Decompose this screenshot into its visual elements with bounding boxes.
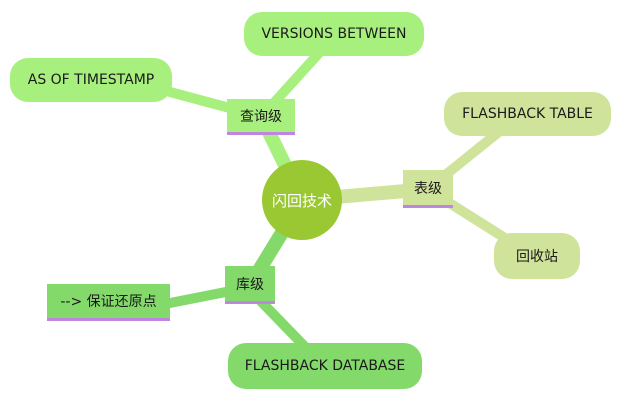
restore-point-node[interactable]: --> 保证还原点 bbox=[47, 284, 170, 321]
versions-between-node[interactable]: VERSIONS BETWEEN bbox=[244, 12, 424, 56]
flashback-database-node[interactable]: FLASHBACK DATABASE bbox=[228, 343, 422, 389]
as-of-timestamp-node[interactable]: AS OF TIMESTAMP bbox=[10, 58, 172, 102]
root-node[interactable]: 闪回技术 bbox=[262, 160, 342, 240]
database-level-node[interactable]: 库级 bbox=[225, 266, 275, 304]
table-level-node[interactable]: 表级 bbox=[403, 170, 453, 208]
recycle-bin-node[interactable]: 回收站 bbox=[494, 233, 580, 279]
flashback-table-node[interactable]: FLASHBACK TABLE bbox=[444, 92, 611, 136]
query-level-node[interactable]: 查询级 bbox=[227, 99, 295, 135]
